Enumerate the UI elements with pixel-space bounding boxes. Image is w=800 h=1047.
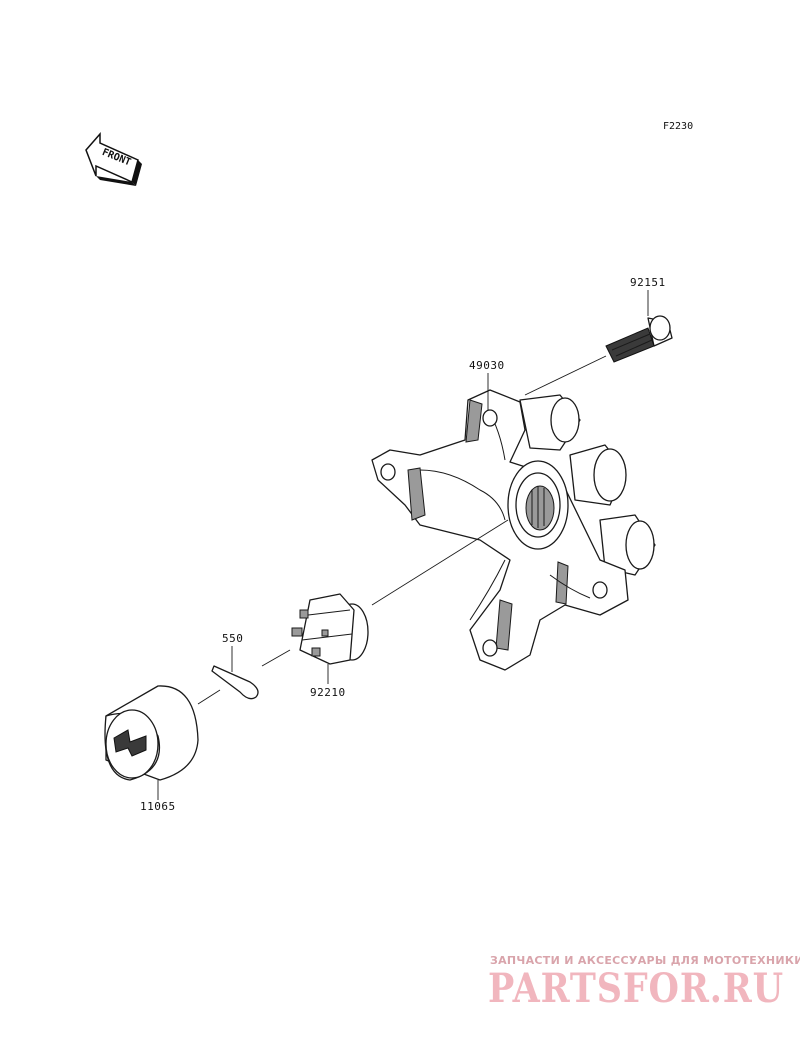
part-number-11065: 11065 <box>140 800 176 813</box>
watermark-brand: PARTSFOR.RU <box>488 965 784 1012</box>
callout-49030: 49030 <box>469 359 505 410</box>
part-cap-11065 <box>104 685 199 781</box>
callout-11065: 11065 <box>140 780 176 813</box>
part-castle-nut-92210 <box>291 593 369 665</box>
part-hub-49030 <box>371 389 656 671</box>
part-number-49030: 49030 <box>469 359 505 372</box>
callout-92210: 92210 <box>310 664 346 699</box>
part-number-92210: 92210 <box>310 686 346 699</box>
front-arrow-icon: FRONT <box>85 132 142 186</box>
callout-550: 550 <box>222 632 243 672</box>
part-number-92151: 92151 <box>630 276 666 289</box>
diagram-ref-code: F2230 <box>663 121 693 132</box>
callout-92151: 92151 <box>630 276 666 316</box>
part-number-550: 550 <box>222 632 243 645</box>
watermark-tagline: ЗАПЧАСТИ И АКСЕССУАРЫ ДЛЯ МОТОТЕХНИКИ <box>490 954 800 967</box>
part-cotter-pin-550 <box>211 665 259 700</box>
part-stud-92151 <box>605 315 673 363</box>
watermark: ЗАПЧАСТИ И АКСЕССУАРЫ ДЛЯ МОТОТЕХНИКИ PA… <box>488 954 800 1012</box>
